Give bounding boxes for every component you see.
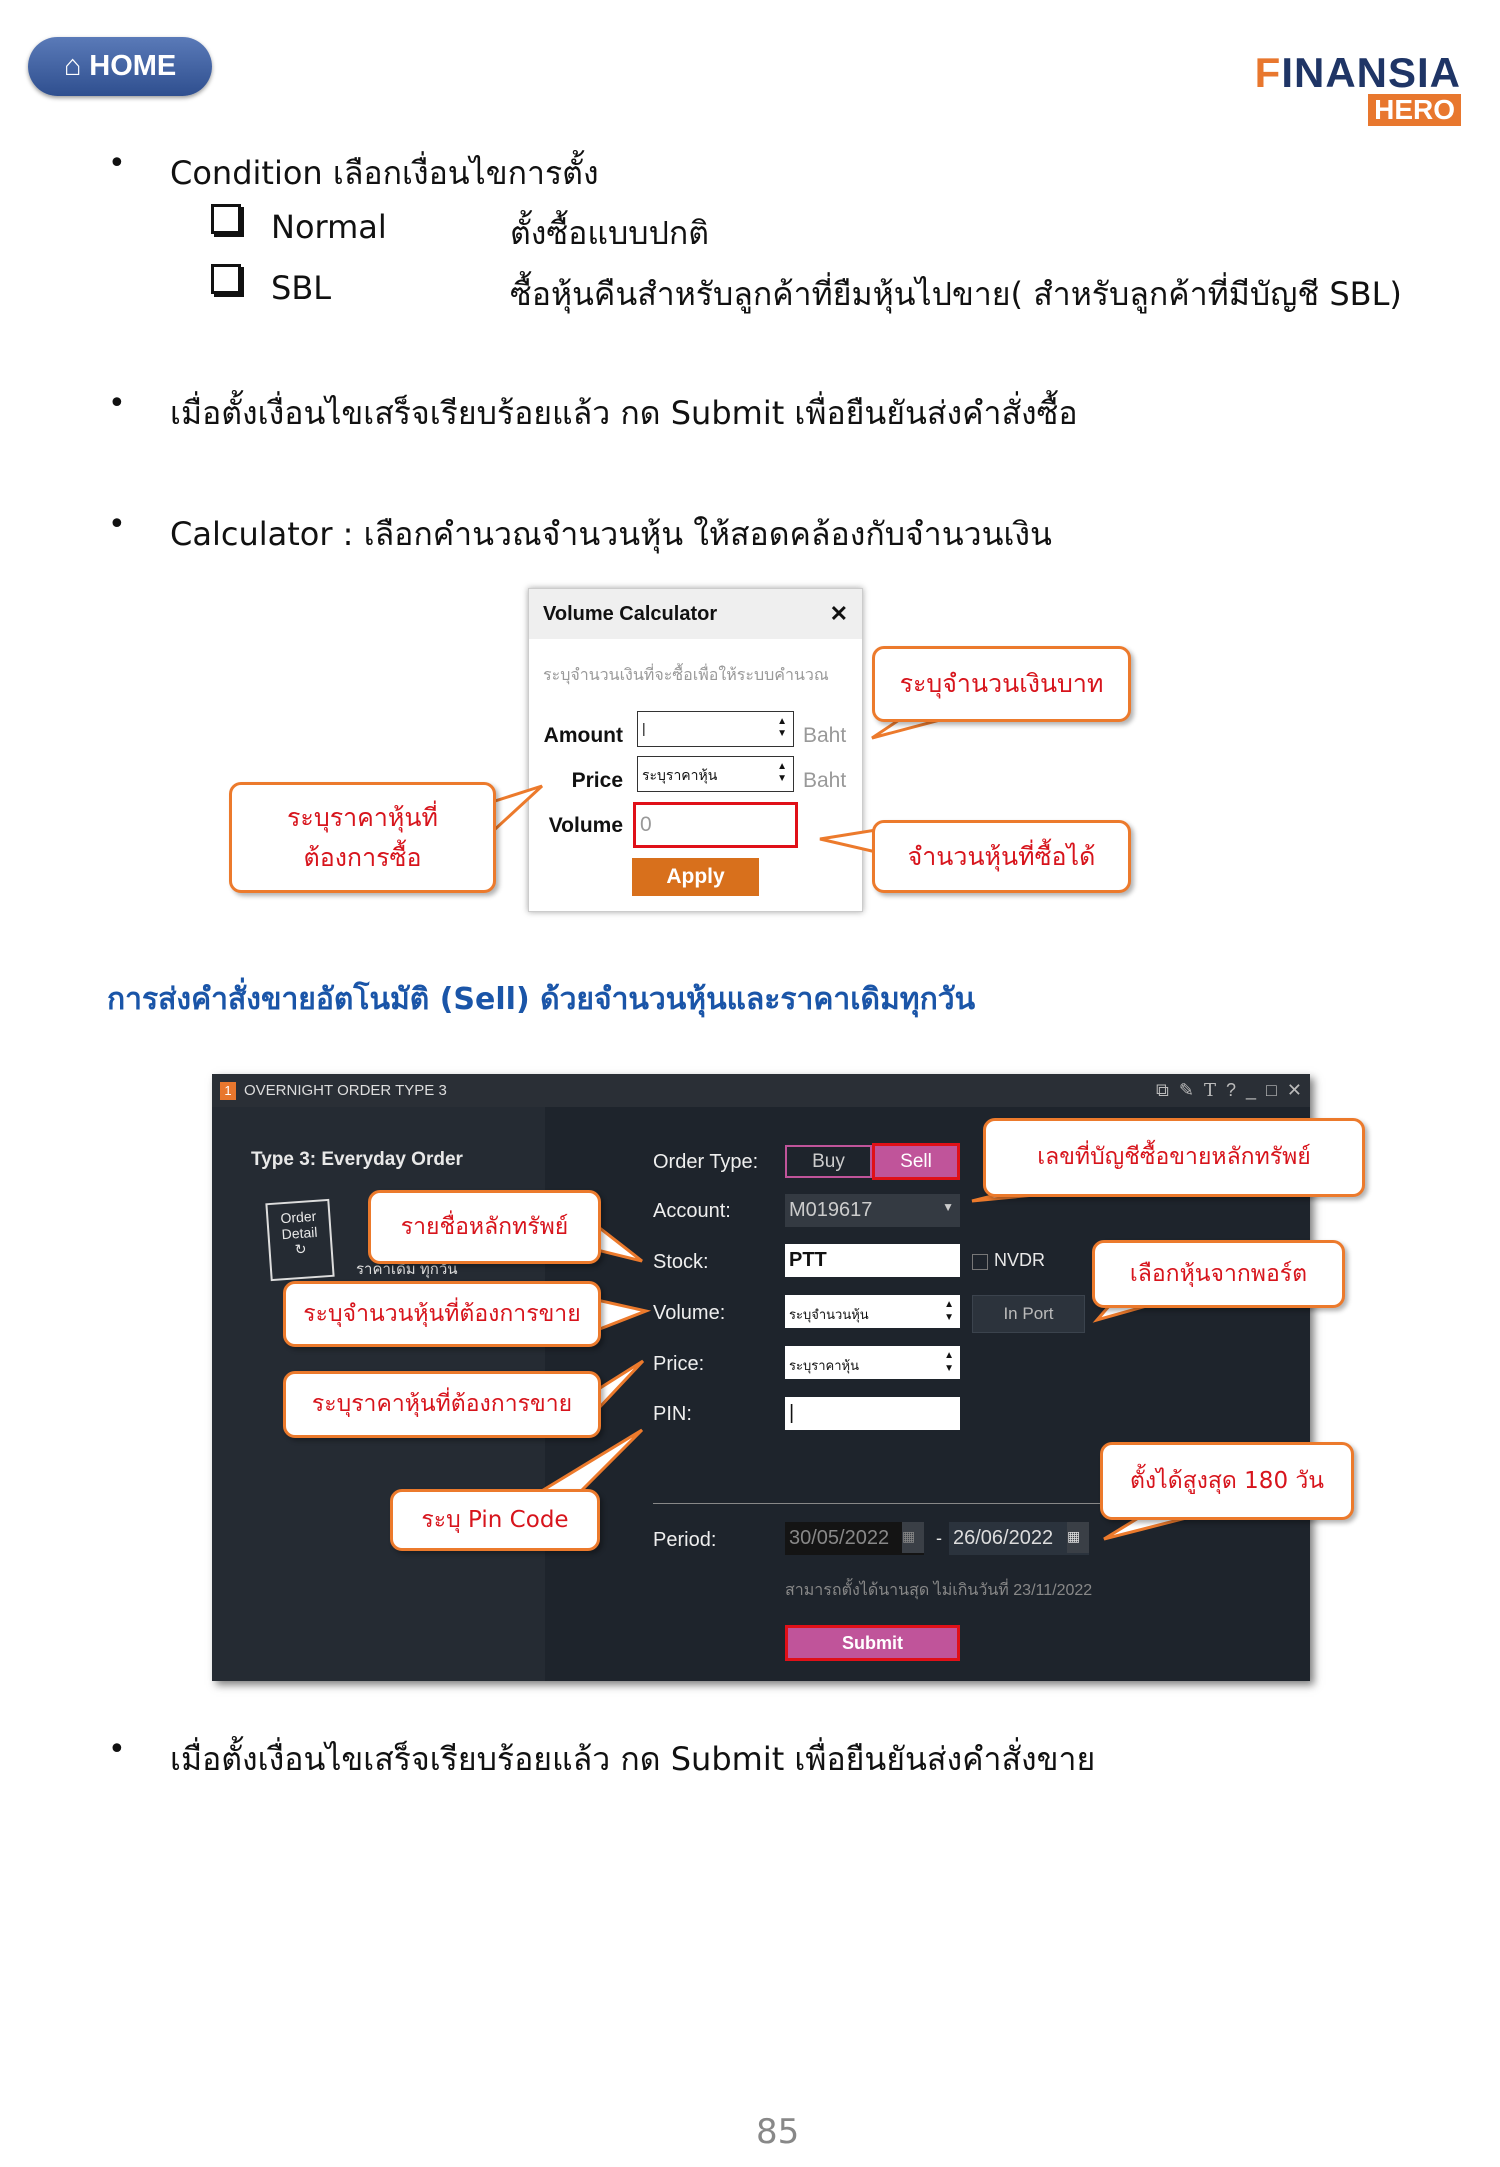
pointer-order-price (595, 1359, 645, 1414)
price-input[interactable]: ระบุราคาหุ้น▲▼ (637, 756, 794, 792)
callout-period: ตั้งได้สูงสุด 180 วัน (1100, 1442, 1354, 1520)
amount-unit: Baht (803, 724, 847, 747)
normal-desc: ตั้งซื้อแบบปกติ (510, 214, 710, 252)
spinner-icon[interactable]: ▲▼ (777, 761, 787, 784)
pointer-stock (595, 1222, 643, 1263)
volume-calculator-dialog: Volume Calculator ✕ ระบุจำนวนเงินที่จะซื… (528, 588, 863, 912)
calc-title: Volume Calculator (543, 602, 718, 625)
callout-amount: ระบุจำนวนเงินบาท (872, 646, 1131, 722)
maximize-icon[interactable]: □ (1266, 1080, 1277, 1100)
pointer-pin (534, 1428, 644, 1494)
popout-icon[interactable]: ⧉ (1156, 1080, 1169, 1100)
calendar-icon[interactable]: ▦ (1067, 1522, 1089, 1553)
window-number: 1 (220, 1081, 236, 1100)
pin-icon[interactable]: ✎ (1178, 1080, 1194, 1100)
pointer-period (1103, 1515, 1191, 1541)
apply-button[interactable]: Apply (632, 858, 759, 896)
spinner-icon[interactable]: ▲▼ (944, 1299, 954, 1323)
bullet: • (108, 1732, 126, 1767)
amount-label: Amount (543, 724, 623, 747)
price-input[interactable]: ระบุราคาหุ้น▲▼ (785, 1346, 960, 1379)
normal-checkbox[interactable] (211, 204, 241, 234)
sbl-checkbox[interactable] (211, 264, 241, 294)
minimize-icon[interactable]: _ (1246, 1080, 1257, 1100)
condition-text: Condition เลือกเงื่อนไขการตั้ง (170, 154, 599, 192)
sbl-label: SBL (271, 269, 332, 307)
stock-label: Stock: (653, 1251, 709, 1273)
close-icon[interactable]: ✕ (829, 601, 848, 626)
callout-stock: รายชื่อหลักทรัพย์ (368, 1190, 601, 1264)
window-title: OVERNIGHT ORDER TYPE 3 (244, 1082, 447, 1099)
spinner-icon[interactable]: ▲▼ (944, 1350, 954, 1374)
callout-volume-sell: ระบุจำนวนหุ้นที่ต้องการขาย (283, 1281, 601, 1347)
close-icon[interactable]: ✕ (1286, 1080, 1302, 1100)
logo-sub: HERO (1368, 94, 1461, 126)
submit-button[interactable]: Submit (785, 1625, 960, 1661)
bullet: • (108, 386, 126, 421)
account-select[interactable]: M019617▼ (785, 1194, 960, 1227)
bullet: • (108, 146, 126, 181)
finansia-hero-logo: FINANSIA HERO (1229, 49, 1461, 127)
type-title: Type 3: Everyday Order (251, 1149, 463, 1170)
pointer-volume (819, 828, 878, 854)
price-label: Price: (653, 1353, 705, 1375)
title-bar: 1 OVERNIGHT ORDER TYPE 3 ⧉ ✎ T ? _ □ ✕ (212, 1074, 1310, 1107)
pointer-order-volume (595, 1298, 652, 1333)
submit-buy-text: เมื่อตั้งเงื่อนไขเสร็จเรียบร้อยแล้ว กด S… (170, 394, 1078, 432)
pointer-price (490, 784, 544, 836)
spinner-icon[interactable]: ▲▼ (777, 716, 787, 739)
period-label: Period: (653, 1529, 717, 1551)
divider (653, 1503, 1310, 1504)
volume-label: Volume (548, 814, 623, 837)
calc-hint: ระบุจำนวนเงินที่จะซื้อเพื่อให้ระบบคำนวณ (543, 667, 829, 684)
account-label: Account: (653, 1200, 731, 1222)
volume-input[interactable]: ระบุจำนวนหุ้น▲▼ (785, 1295, 960, 1328)
normal-label: Normal (271, 208, 387, 246)
help-icon[interactable]: ? (1226, 1080, 1237, 1100)
callout-price-sell: ระบุราคาหุ้นที่ต้องการขาย (283, 1371, 601, 1438)
price-label: Price (571, 769, 623, 792)
font-icon[interactable]: T (1203, 1080, 1216, 1101)
buy-button[interactable]: Buy (785, 1145, 872, 1178)
sbl-desc: ซื้อหุ้นคืนสำหรับลูกค้าที่ยืมหุ้นไปขาย( … (510, 275, 1402, 313)
bullet: • (108, 507, 126, 542)
period-dash: - (936, 1528, 942, 1548)
calc-header: Volume Calculator ✕ (529, 589, 862, 639)
stock-input[interactable]: PTT (785, 1244, 960, 1277)
sell-button[interactable]: Sell (872, 1143, 960, 1180)
logo-text: FINANSIA (1254, 49, 1461, 96)
nvdr-checkbox[interactable] (972, 1254, 988, 1270)
page-number: 85 (756, 2112, 800, 2152)
callout-volume: จำนวนหุ้นที่ซื้อได้ (872, 820, 1131, 893)
calculator-text: Calculator : เลือกคำนวณจำนวนหุ้น ให้สอดค… (170, 515, 1052, 553)
volume-label: Volume: (653, 1302, 726, 1324)
pin-label: PIN: (653, 1403, 692, 1425)
period-start-input[interactable]: 30/05/2022▦ (785, 1522, 924, 1555)
home-icon: ⌂ (63, 50, 82, 82)
chevron-down-icon: ▼ (942, 1200, 954, 1214)
callout-port: เลือกหุ้นจากพอร์ต (1092, 1240, 1345, 1308)
submit-sell-text: เมื่อตั้งเงื่อนไขเสร็จเรียบร้อยแล้ว กด S… (170, 1740, 1096, 1778)
amount-input[interactable]: |▲▼ (637, 711, 794, 747)
callout-account: เลขที่บัญชีซื้อขายหลักทรัพย์ (983, 1118, 1365, 1197)
in-port-button[interactable]: In Port (972, 1295, 1085, 1333)
volume-output: 0 (633, 802, 798, 848)
nvdr-label: NVDR (994, 1250, 1046, 1270)
callout-price: ระบุราคาหุ้นที่ ต้องการซื้อ (229, 782, 496, 893)
section-heading: การส่งคำสั่งขายอัตโนมัติ (Sell) ด้วยจำนว… (107, 982, 976, 1017)
home-button[interactable]: ⌂ HOME (28, 37, 212, 96)
description-partial: ราคาเดิม ทุกวัน (356, 1261, 458, 1278)
price-unit: Baht (803, 769, 847, 792)
calendar-icon[interactable]: ▦ (902, 1522, 924, 1553)
period-end-input[interactable]: 26/06/2022▦ (949, 1522, 1089, 1555)
callout-pin: ระบุ Pin Code (390, 1489, 600, 1551)
pin-input[interactable]: | (785, 1397, 960, 1430)
period-note: สามารถตั้งได้นานสุด ไม่เกินวันที่ 23/11/… (785, 1582, 1093, 1599)
order-type-label: Order Type: (653, 1151, 759, 1173)
